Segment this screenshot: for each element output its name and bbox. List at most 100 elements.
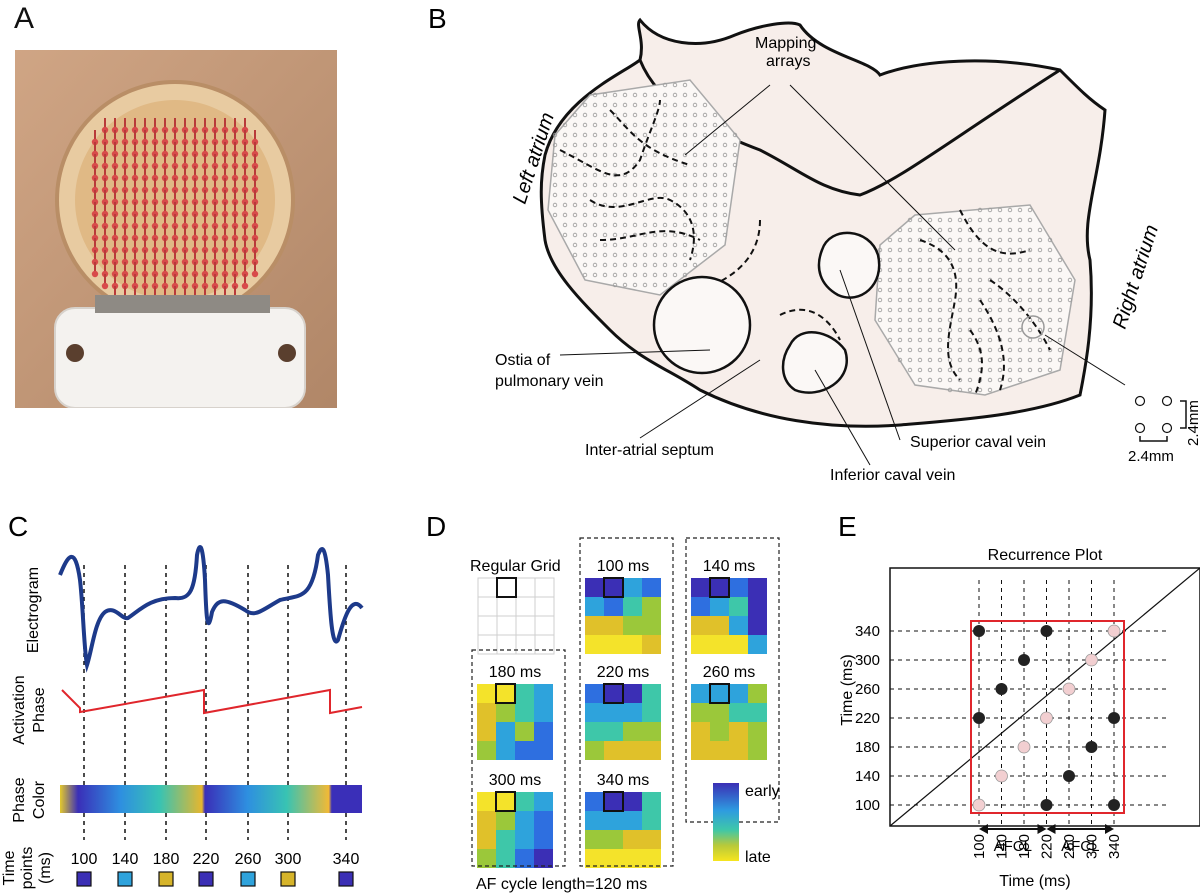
electrode: [652, 172, 658, 178]
electrode-zoom-circle: [1021, 315, 1045, 339]
x-tick-label: 340: [1106, 834, 1123, 859]
electrode: [662, 172, 668, 178]
electrode: [897, 267, 903, 273]
phase-cell: [534, 741, 553, 760]
phase-cell: [604, 830, 623, 849]
electrode: [1007, 207, 1013, 213]
electrode: [612, 272, 618, 278]
electrode: [582, 122, 588, 128]
electrode: [1007, 307, 1013, 313]
electrode: [702, 112, 708, 118]
electrode: [977, 327, 983, 333]
electrode: [977, 307, 983, 313]
electrode: [1027, 357, 1033, 363]
electrode: [1027, 367, 1033, 373]
grid-cell: [477, 596, 498, 617]
electrode: [642, 92, 648, 98]
electrode: [632, 242, 638, 248]
electrode: [927, 227, 933, 233]
phase-cell: [642, 684, 661, 703]
electrode: [927, 337, 933, 343]
phase-cell: [710, 722, 729, 741]
electrode: [927, 317, 933, 323]
electrode: [957, 307, 963, 313]
electrode: [572, 152, 578, 158]
electrode: [927, 307, 933, 313]
electrode: [662, 222, 668, 228]
electrode: [977, 287, 983, 293]
electrode: [672, 162, 678, 168]
electrode: [612, 192, 618, 198]
spacing-vertical-label: 2.4mm: [1185, 400, 1200, 446]
label-svc: Superior caval vein: [910, 434, 1046, 451]
phase-cell: [496, 849, 515, 868]
electrode: [1037, 297, 1043, 303]
electrode: [987, 217, 993, 223]
electrode: [987, 377, 993, 383]
phase-cell: [515, 684, 534, 703]
electrode: [907, 357, 913, 363]
time-point-swatch: [158, 871, 174, 887]
tracked-cell: [495, 683, 516, 704]
electrode: [552, 172, 558, 178]
regular-grid-label: Regular Grid: [470, 558, 561, 575]
x-tick-label: 260: [1061, 834, 1078, 859]
electrode: [682, 152, 688, 158]
electrode: [1007, 327, 1013, 333]
electrode: [947, 237, 953, 243]
panel-a-letter: A: [14, 2, 35, 35]
electrode: [977, 207, 983, 213]
electrode: [692, 172, 698, 178]
electrode: [967, 327, 973, 333]
recurrence-y-label: Time (ms): [839, 654, 856, 725]
electrode: [957, 237, 963, 243]
phase-cell: [585, 616, 604, 635]
electrode: [662, 262, 668, 268]
electrode: [672, 172, 678, 178]
electrode: [652, 282, 658, 288]
grid-cell: [515, 596, 536, 617]
electrode: [652, 122, 658, 128]
electrode: [897, 287, 903, 293]
x-tick-label: 220: [1039, 834, 1056, 859]
label-mapping: Mapping: [755, 35, 816, 52]
electrode: [652, 132, 658, 138]
electrode: [722, 172, 728, 178]
electrode: [877, 247, 883, 253]
electrode: [692, 192, 698, 198]
electrode: [1017, 377, 1023, 383]
electrode: [967, 367, 973, 373]
electrode: [997, 257, 1003, 263]
phase-cell: [748, 703, 767, 722]
electrode: [917, 257, 923, 263]
electrode: [1067, 277, 1073, 283]
electrode: [602, 242, 608, 248]
electrode: [552, 152, 558, 158]
diagonal-point: [995, 769, 1008, 783]
arrow-head: [1046, 824, 1056, 834]
electrode: [917, 367, 923, 373]
electrode: [572, 112, 578, 118]
time-point-swatch: [198, 871, 214, 887]
electrode: [977, 317, 983, 323]
phase-cell: [691, 703, 710, 722]
electrode: [947, 347, 953, 353]
electrode-pin: [241, 282, 249, 290]
electrode: [702, 252, 708, 258]
phase-cell: [623, 849, 642, 868]
y-tick-label: 100: [855, 797, 880, 814]
electrode: [1027, 237, 1033, 243]
electrode: [682, 222, 688, 228]
electrode: [662, 142, 668, 148]
electrode: [947, 367, 953, 373]
electrode: [642, 252, 648, 258]
pulmonary-vein-ostium: [652, 275, 752, 375]
electrode: [907, 267, 913, 273]
electrode: [582, 142, 588, 148]
electrode: [917, 337, 923, 343]
electrode: [722, 122, 728, 128]
electrode: [917, 297, 923, 303]
electrode: [602, 252, 608, 258]
electrode: [692, 202, 698, 208]
electrode: [907, 277, 913, 283]
